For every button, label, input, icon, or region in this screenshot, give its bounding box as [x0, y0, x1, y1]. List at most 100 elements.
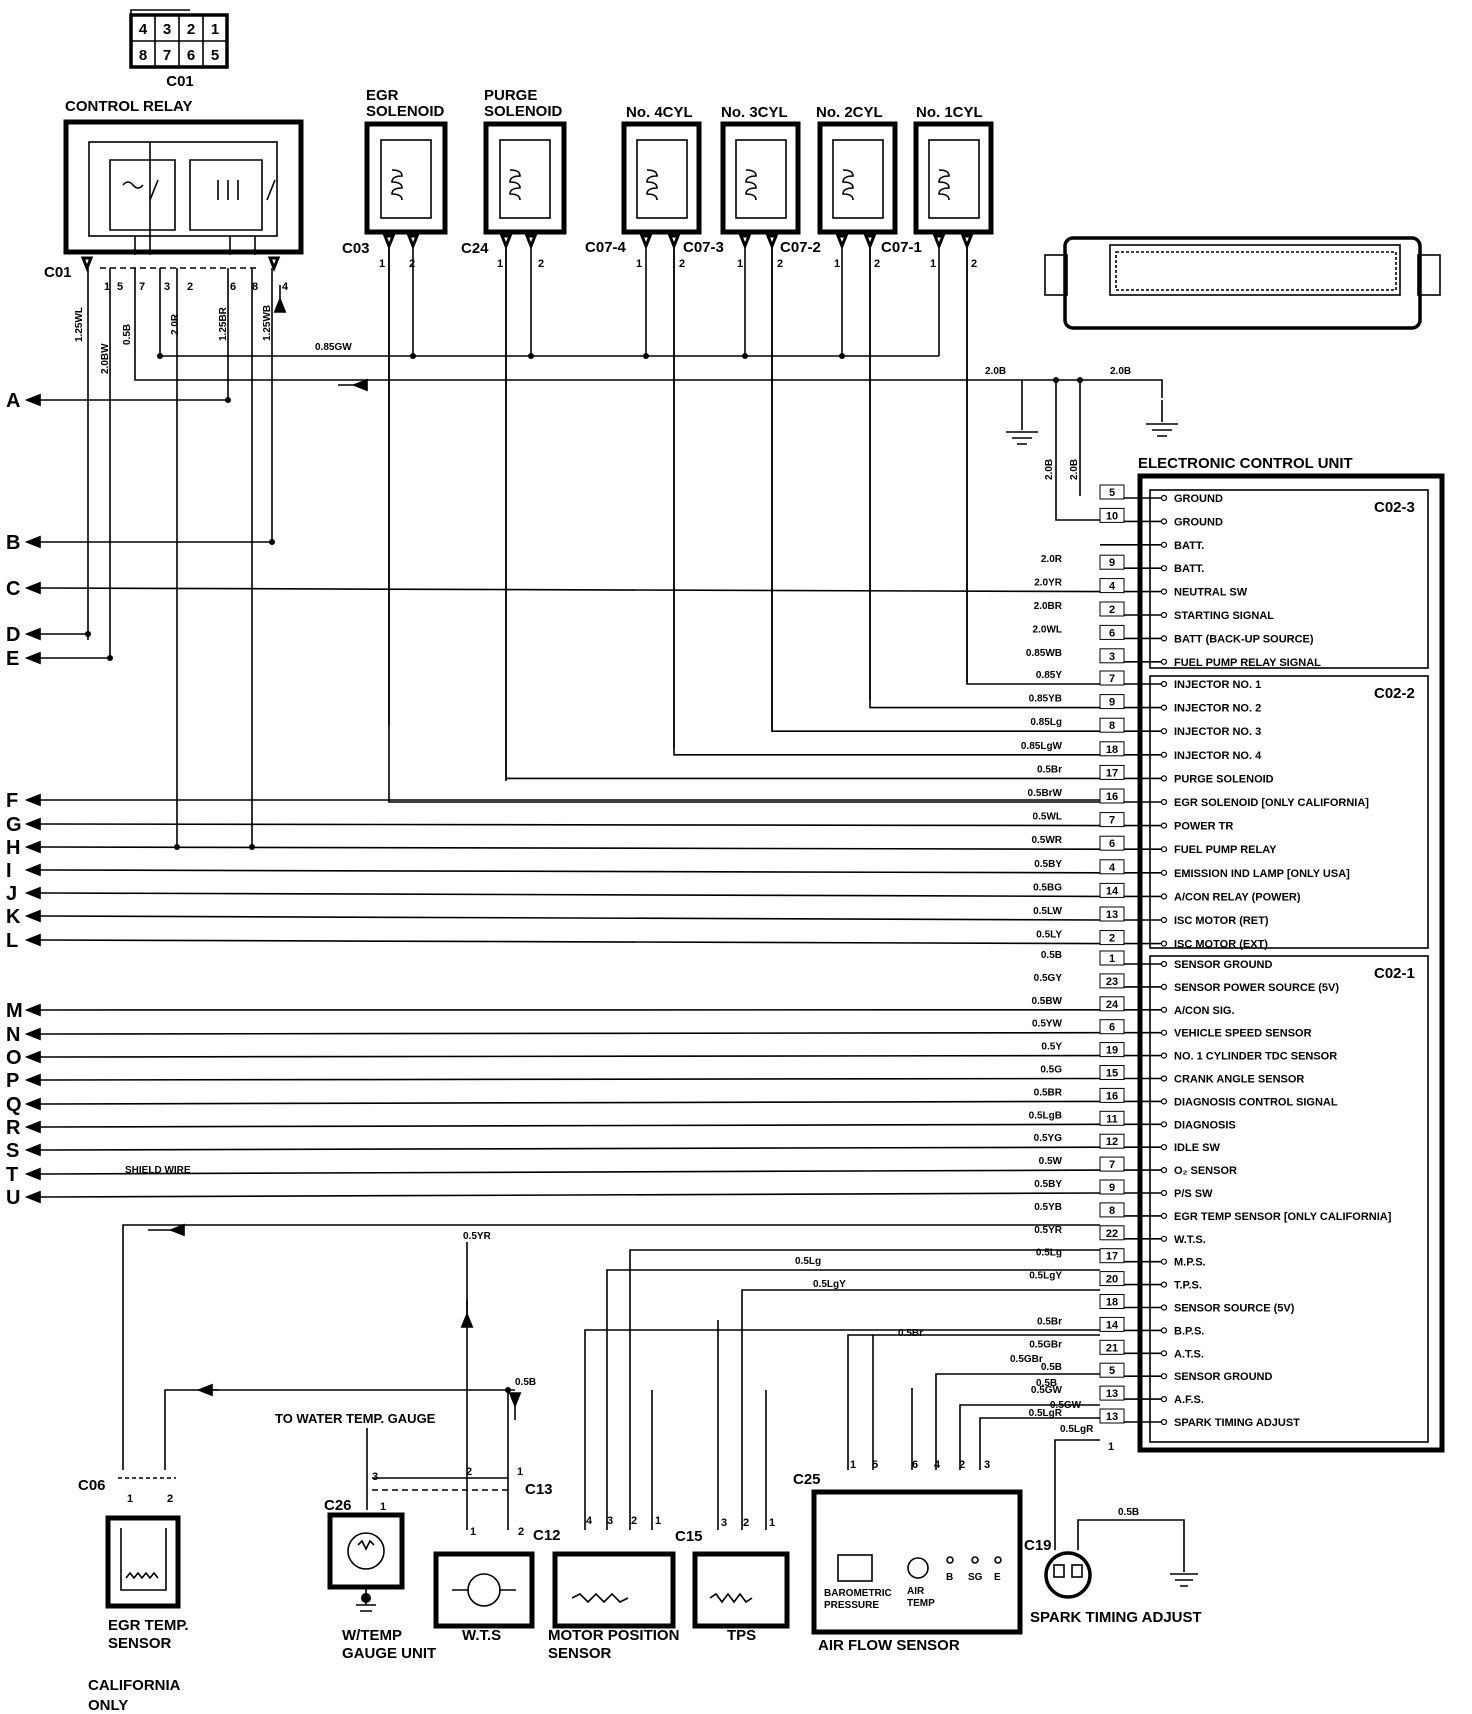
svg-text:C13: C13	[525, 1481, 553, 1498]
ecu-pin-number: 11	[1106, 1113, 1118, 1125]
relay-coil-icon	[122, 179, 276, 201]
svg-text:2: 2	[167, 1493, 173, 1505]
ecu-pin-box	[1099, 601, 1125, 617]
ecu-wire-code: 0.5G	[1040, 1065, 1062, 1076]
injector-wire	[505, 246, 1100, 780]
ecu-terminal-dot	[1160, 565, 1168, 572]
ecu-pin-number: 7	[1109, 815, 1115, 827]
ecu-wire-code: 0.5BrW	[1028, 788, 1063, 799]
purge-solenoid: PURGE SOLENOID C24	[461, 87, 567, 257]
ecu-wire-code: 0.5YR	[1034, 1225, 1063, 1236]
svg-text:2: 2	[518, 1526, 524, 1538]
ecu-pin-box	[1099, 717, 1125, 733]
svg-text:1: 1	[930, 258, 936, 270]
svg-text:2: 2	[679, 258, 685, 270]
control-relay-label: CONTROL RELAY	[65, 98, 193, 115]
ecu-pin-number: 6	[1109, 627, 1115, 639]
harness-letter-c: C	[6, 578, 20, 600]
c01-pin-2: 2	[187, 21, 195, 38]
ecu-pin-number: 21	[1106, 1342, 1118, 1354]
harness-wire	[45, 1031, 1101, 1035]
c02-3-group	[1149, 489, 1429, 669]
ecu-pin-box	[1099, 1248, 1125, 1264]
svg-text:TO WATER TEMP. GAUGE: TO WATER TEMP. GAUGE	[275, 1411, 436, 1426]
svg-text:W.T.S: W.T.S	[462, 1627, 501, 1644]
ecu-terminal-dot	[1160, 1212, 1168, 1220]
svg-text:2.0B: 2.0B	[1110, 366, 1131, 377]
ecu-wire-code: 0.5LgR	[1029, 1408, 1063, 1419]
relay-pin-3: 3	[164, 281, 170, 293]
temp-gauge-unit: TO WATER TEMP. GAUGE C26 3 1 W/TEMP GAUG…	[275, 1411, 508, 1662]
svg-text:AIR FLOW SENSOR: AIR FLOW SENSOR	[818, 1637, 960, 1654]
injector-cyl-4: No. 4CYL C07-4	[585, 104, 702, 256]
ecu-pin-box	[1099, 1316, 1125, 1332]
ecu-terminal-label: POWER TR	[1174, 821, 1233, 833]
svg-text:0.5GW: 0.5GW	[1050, 1400, 1082, 1411]
relay-pins: 1 5 7 3 2 6 8 4	[80, 256, 289, 640]
ecu-pin-box	[1099, 578, 1125, 594]
svg-text:TEMP: TEMP	[907, 1598, 935, 1609]
svg-text:SG: SG	[968, 1572, 983, 1583]
c01-pin-3: 3	[163, 21, 171, 38]
ecu-pin-number: 7	[1109, 1159, 1115, 1171]
c01-label: C01	[44, 264, 72, 281]
ecu-terminal-dot	[1160, 940, 1168, 947]
ecu-pin-box	[1099, 624, 1125, 640]
harness-letter-o: O	[6, 1047, 22, 1069]
harness-wire	[45, 1192, 1101, 1198]
ecu-wire-code: 0.5YW	[1032, 1019, 1063, 1030]
ecu-connector-picture	[1044, 236, 1441, 330]
ecu-terminal-dot	[1160, 658, 1168, 665]
ecu-terminal-dot	[1160, 635, 1168, 642]
ground-bus: 2.0B 2.0B 2.0B 2.0B	[134, 268, 1178, 521]
harness-letter-f: F	[6, 790, 18, 812]
svg-text:2: 2	[631, 1515, 637, 1527]
ecu-pin-box	[1099, 1087, 1125, 1103]
svg-text:2.0BW: 2.0BW	[100, 343, 111, 374]
ecu-pin-box	[1099, 1362, 1125, 1378]
svg-text:1: 1	[737, 258, 743, 270]
c02-1-group	[1149, 955, 1429, 1443]
ecu-wire-code: 0.85YB	[1029, 694, 1062, 705]
ecu-terminal-dot	[1160, 1189, 1168, 1197]
ecu-terminal-label: W.T.S.	[1174, 1234, 1206, 1246]
ecu-terminal-label: BATT.	[1174, 563, 1204, 575]
ecu-pin-box	[1099, 996, 1125, 1012]
ecu-terminal-label: INJECTOR NO. 2	[1174, 703, 1261, 715]
svg-text:2.0B: 2.0B	[1044, 459, 1055, 480]
ecu-terminal-label: A.F.S.	[1174, 1394, 1204, 1406]
ecu-pin-number: 18	[1106, 744, 1118, 756]
svg-text:1: 1	[636, 258, 642, 270]
ecu-pin-box	[1099, 812, 1125, 828]
ecu-pin-number: 2	[1109, 933, 1115, 945]
c01-pin-6: 6	[187, 47, 195, 64]
ecu-wire-code: 0.5BY	[1034, 1179, 1062, 1190]
spark-timing-adjust: C19 SPARK TIMING ADJUST 0.5B 0.5LgR 1	[1024, 1424, 1202, 1626]
c01-pin-4: 4	[139, 21, 148, 38]
c01-pin-5: 5	[211, 47, 219, 64]
svg-text:2: 2	[743, 1517, 749, 1529]
ecu-pin-number: 16	[1106, 1090, 1118, 1102]
ecu-wire-code: 2.0YR	[1034, 578, 1063, 589]
svg-text:SOLENOID: SOLENOID	[366, 103, 445, 120]
svg-text:4: 4	[586, 1515, 593, 1527]
svg-text:C07-2: C07-2	[780, 239, 821, 256]
ecu-pin-number: 17	[1106, 1251, 1118, 1263]
svg-text:MOTOR POSITION: MOTOR POSITION	[548, 1627, 679, 1644]
ecu-pin-number: 4	[1109, 581, 1116, 593]
relay-pin-4: 4	[282, 281, 289, 293]
svg-text:4: 4	[934, 1459, 941, 1471]
ecu-pin-box	[1099, 554, 1125, 570]
ecu-terminal-label: SENSOR GROUND	[1174, 959, 1272, 971]
ecu-wire-code: 0.5LgB	[1029, 1110, 1062, 1121]
c01-pin-7: 7	[163, 47, 171, 64]
ecu-terminal-label: ISC MOTOR (EXT)	[1174, 939, 1268, 951]
svg-text:1: 1	[834, 258, 840, 270]
injector-cyl-3: No. 3CYL C07-3	[683, 104, 801, 256]
injector-wire	[388, 246, 1100, 803]
ecu-terminal-label: SENSOR SOURCE (5V)	[1174, 1303, 1295, 1315]
injector-wire	[673, 246, 1100, 756]
svg-text:0.5GBr: 0.5GBr	[1010, 1354, 1043, 1365]
ecu-pin-number: 13	[1106, 909, 1118, 921]
ecu-pin-box	[1099, 950, 1125, 966]
